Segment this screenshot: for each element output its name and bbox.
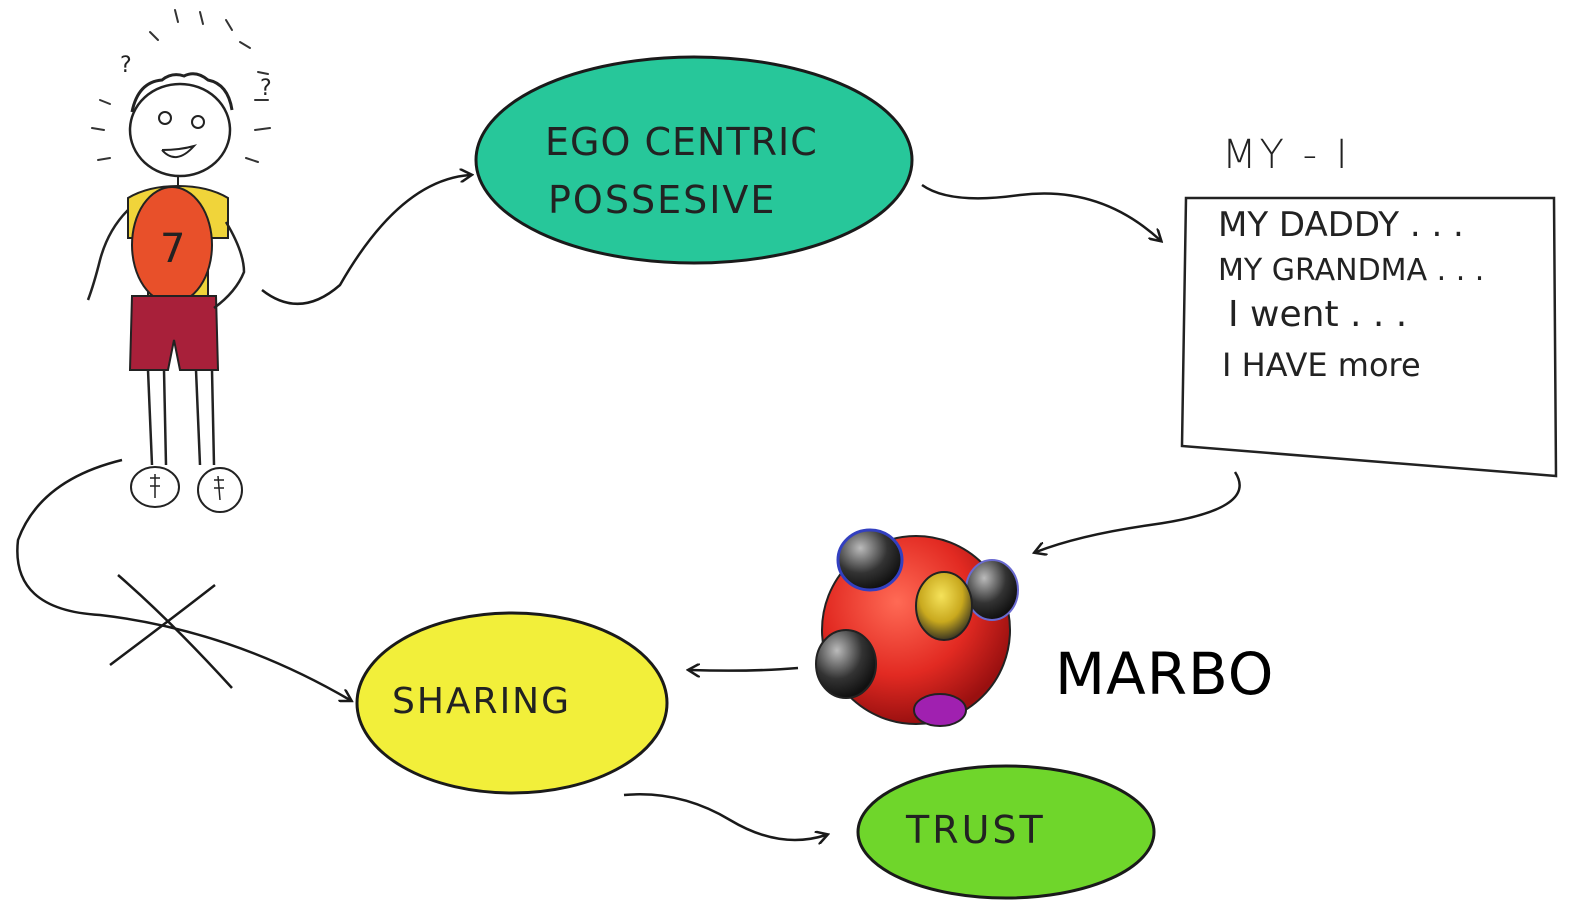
question-mark-left: ? xyxy=(120,53,132,78)
my-i-line-3: I went . . . xyxy=(1228,294,1407,335)
arrow-marbo-to-sharing xyxy=(690,668,799,671)
cross-out-x xyxy=(109,574,233,689)
arrow-egocentric-to-myi xyxy=(921,183,1160,240)
arrows xyxy=(16,175,1241,840)
hair xyxy=(130,72,234,113)
knob-center xyxy=(915,571,973,641)
left-arm xyxy=(86,209,129,301)
arrow-boy-to-egocentric xyxy=(261,175,470,305)
right-eye xyxy=(191,115,205,129)
sharing-label: SHARING xyxy=(392,681,571,722)
boy-figure: ? ? 7 xyxy=(86,9,272,513)
my-i-line-4: I HAVE more xyxy=(1222,346,1421,384)
right-arm xyxy=(213,221,246,310)
knob-left xyxy=(815,629,877,699)
knob-right xyxy=(965,559,1019,621)
left-eye xyxy=(158,111,172,125)
question-mark-right: ? xyxy=(260,76,272,101)
shorts xyxy=(128,295,220,371)
marbo-label: MARBO xyxy=(1055,640,1275,708)
trust-label: TRUST xyxy=(905,808,1046,852)
worry-lines xyxy=(91,9,271,163)
trust-node: TRUST xyxy=(856,764,1156,900)
jersey-number: 7 xyxy=(160,226,185,272)
right-shoe xyxy=(197,467,243,513)
my-i-line-2: MY GRANDMA . . . xyxy=(1218,253,1484,288)
mouth xyxy=(161,144,198,158)
my-i-line-1: MY DADDY . . . xyxy=(1218,205,1464,245)
arrow-myi-to-marbo xyxy=(1036,471,1241,552)
arrow-boy-to-sharing xyxy=(16,458,350,700)
egocentric-line1: EGO CENTRIC xyxy=(545,120,818,164)
arrow-sharing-to-trust xyxy=(623,793,826,840)
marbo-ball xyxy=(815,528,1019,727)
knob-bottom xyxy=(913,693,967,727)
knob-top-left xyxy=(836,528,904,592)
egocentric-line2: POSSESIVE xyxy=(548,178,776,222)
my-i-box: MY - I MY DADDY . . . MY GRANDMA . . . I… xyxy=(1180,132,1558,478)
sharing-node: SHARING xyxy=(355,611,669,795)
egocentric-node: EGO CENTRIC POSSESIVE xyxy=(474,55,914,265)
my-i-heading: MY - I xyxy=(1222,132,1351,178)
head xyxy=(128,82,232,178)
